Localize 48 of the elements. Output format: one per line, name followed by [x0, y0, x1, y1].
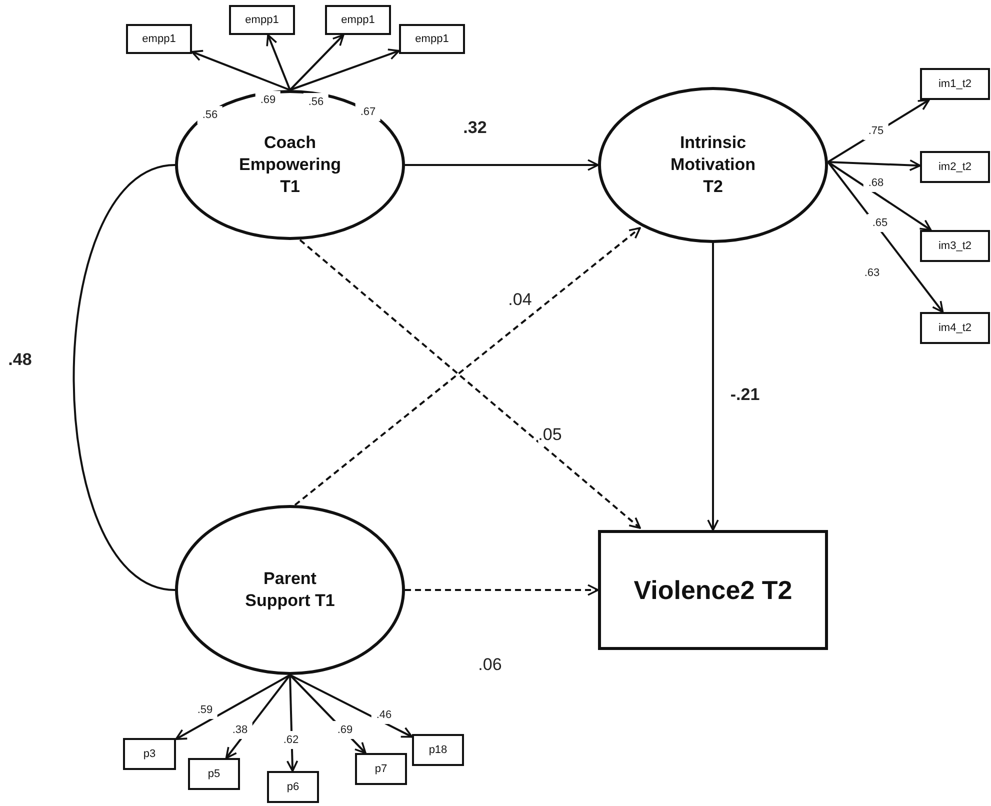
path-coefficient: .67 — [355, 103, 381, 121]
outcome-box — [598, 530, 828, 650]
indicator-box — [399, 24, 465, 54]
correlation-curve — [72, 164, 176, 591]
variable-name: p6 — [286, 781, 300, 793]
path-coefficient: .56 — [197, 106, 223, 124]
indicator-box — [920, 151, 990, 183]
path-arrow — [828, 159, 921, 172]
path-arrow — [827, 161, 944, 313]
variable-name: p18 — [428, 744, 448, 756]
path-arrow — [290, 674, 413, 738]
path-coefficient: .05 — [538, 425, 562, 445]
path-arrow — [827, 161, 932, 231]
path-arrow — [405, 584, 599, 596]
variable-name: im1_t2 — [938, 78, 972, 90]
variable-name: Violence2 T2 — [634, 574, 792, 606]
indicator-box — [325, 5, 391, 35]
indicator-box — [412, 734, 464, 766]
path-arrow — [707, 243, 719, 531]
indicator-box — [355, 753, 407, 785]
variable-name: p7 — [374, 763, 388, 775]
path-arrow — [405, 159, 599, 171]
variable-name: im4_t2 — [938, 322, 972, 334]
indicator-box — [267, 771, 319, 803]
indicator-box — [126, 24, 192, 54]
variable-name: p5 — [208, 768, 220, 780]
variable-name: p3 — [143, 748, 156, 760]
variable-name: Parent Support T1 — [244, 568, 336, 612]
path-arrow — [175, 674, 290, 740]
indicator-box — [920, 68, 990, 100]
indicator-box — [123, 738, 176, 770]
path-arrow — [191, 50, 290, 91]
variable-name: empp1 — [245, 14, 279, 26]
variable-name: im3_t2 — [938, 240, 972, 252]
variable-name: empp1 — [142, 33, 176, 45]
indicator-box — [920, 312, 990, 344]
indicator-box — [188, 758, 240, 790]
variable-name: im2_t2 — [938, 161, 972, 173]
variable-name: Intrinsic Motivation T2 — [670, 132, 756, 198]
path-arrow — [266, 34, 291, 90]
variable-name: Coach Empowering T1 — [238, 132, 342, 198]
path-arrow — [289, 34, 344, 91]
variable-name: empp1 — [341, 14, 375, 26]
indicator-box — [229, 5, 295, 35]
path-coefficient: .75 — [863, 122, 889, 140]
indicator-box — [920, 230, 990, 262]
path-arrow — [290, 48, 400, 91]
variable-name: empp1 — [415, 33, 449, 45]
